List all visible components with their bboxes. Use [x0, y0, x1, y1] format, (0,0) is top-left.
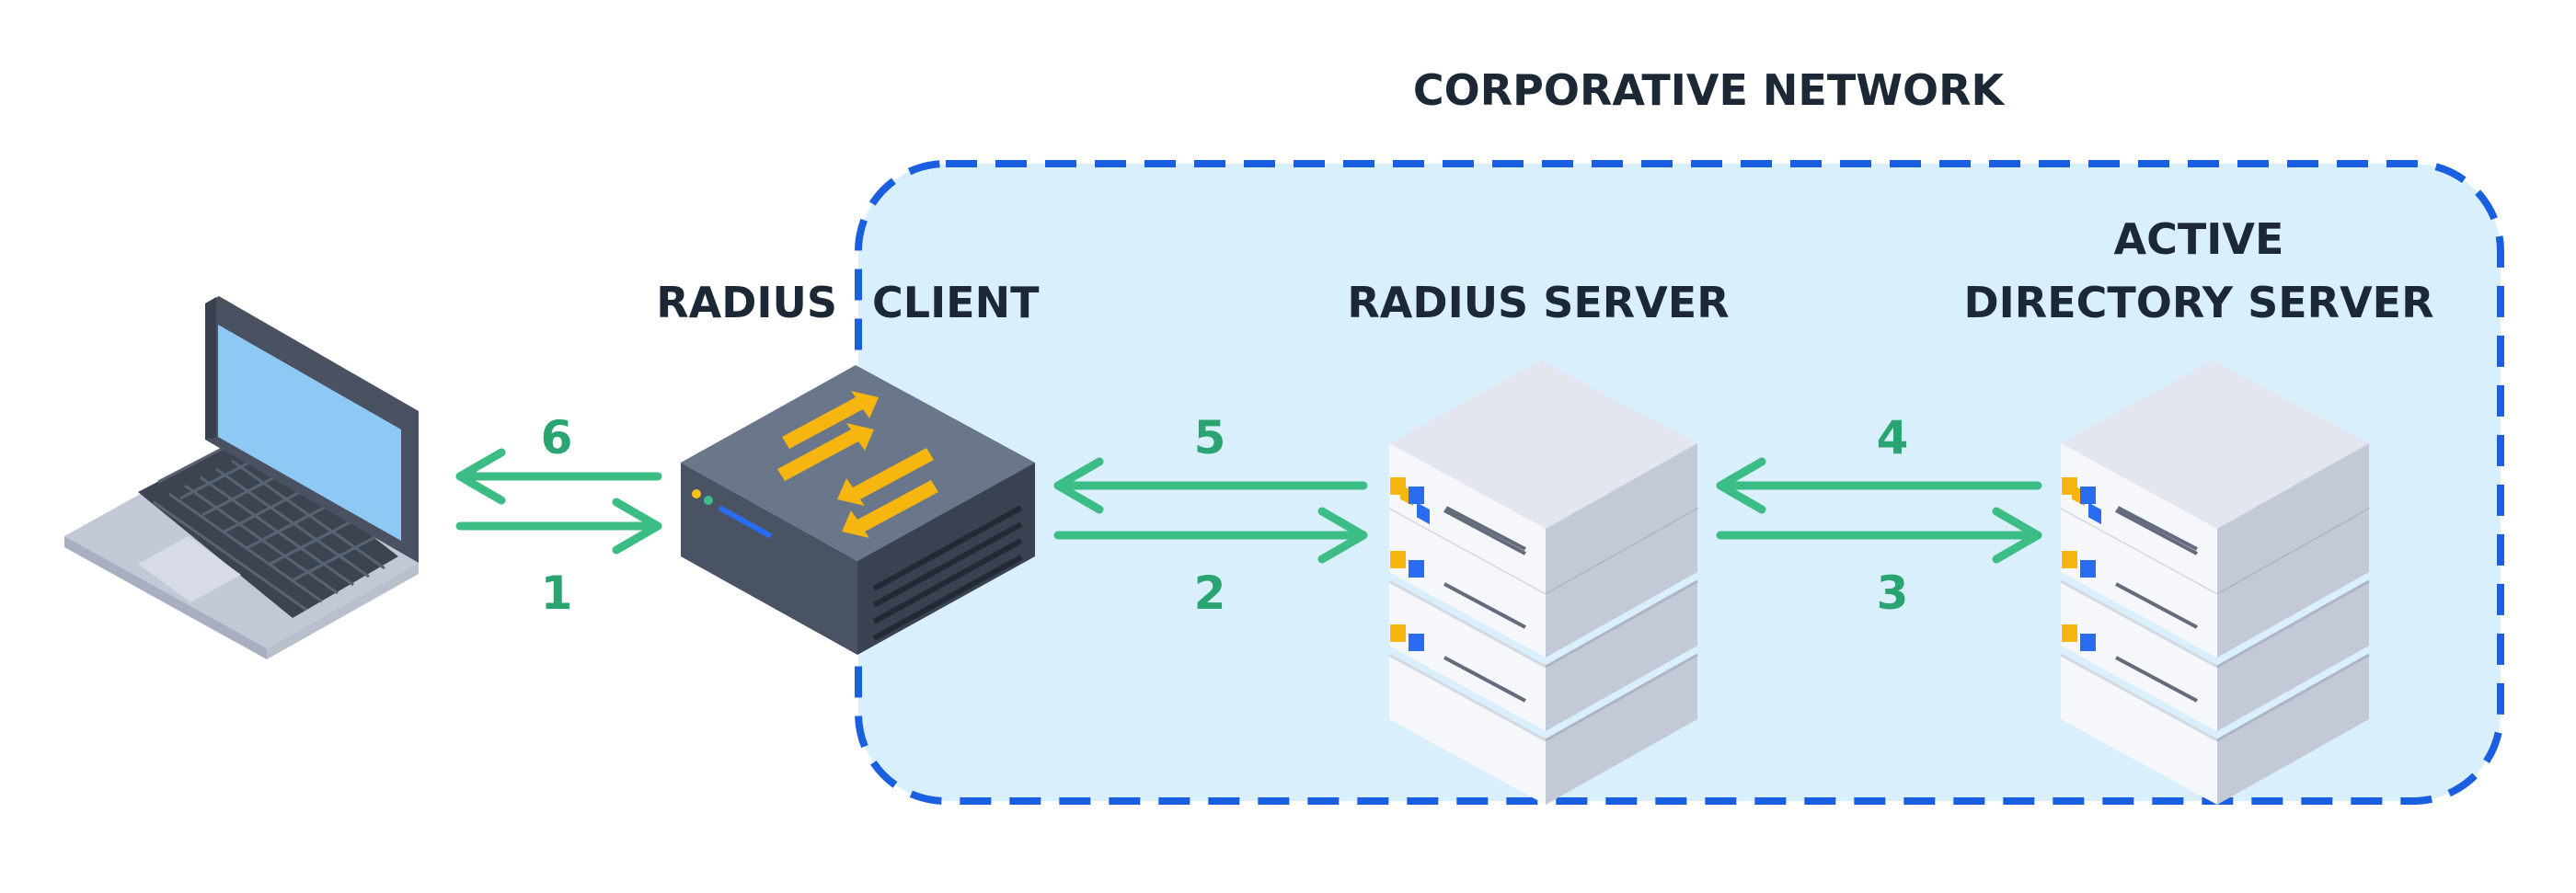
step-number-6: 6: [541, 411, 573, 464]
step-number-3: 3: [1877, 567, 1909, 620]
radius-client-label-right: CLIENT: [872, 278, 1040, 327]
step-number-2: 2: [1194, 567, 1226, 620]
step-number-1: 1: [541, 567, 573, 620]
radius-server-label: RADIUS SERVER: [1347, 278, 1729, 327]
arrow-step-6: [455, 448, 662, 505]
ad-server-label-line2: DIRECTORY SERVER: [1963, 278, 2433, 327]
ad-server-label-line1: ACTIVE: [2114, 214, 2284, 264]
arrow-step-1: [455, 498, 662, 555]
laptop-icon: [64, 296, 419, 659]
radius-client-switch-icon: [681, 365, 1035, 655]
arrow-step-3: [1716, 507, 2042, 564]
corporative-network-title: CORPORATIVE NETWORK: [1413, 65, 2007, 115]
radius-client-label-left: RADIUS: [656, 278, 837, 327]
switch-arrows-icon: [777, 391, 938, 538]
step-number-4: 4: [1877, 411, 1909, 464]
arrow-step-5: [1053, 457, 1368, 514]
step-number-5: 5: [1194, 411, 1226, 464]
active-directory-server-icon: [2059, 359, 2371, 807]
arrow-step-2: [1053, 507, 1368, 564]
arrow-step-4: [1716, 457, 2042, 514]
radius-server-icon: [1387, 359, 1699, 807]
